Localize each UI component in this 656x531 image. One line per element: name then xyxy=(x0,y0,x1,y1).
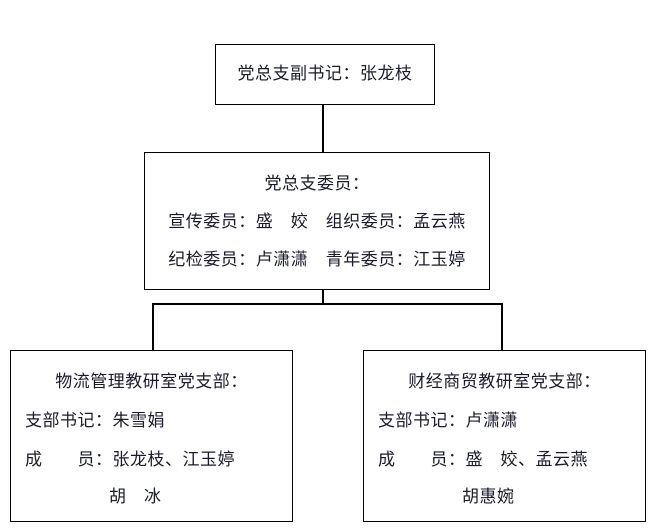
node-committee[interactable]: 党总支委员： 宣传委员：盛 姣 组织委员：孟云燕 纪检委员：卢潇潇 青年委员：江… xyxy=(144,152,490,290)
branch-logistics-title: 物流管理教研室党支部： xyxy=(55,372,248,392)
branch-commerce-members: 成 员：盛 姣、孟云燕 xyxy=(378,450,588,470)
branch-logistics-members: 成 员：张龙枝、江玉婷 xyxy=(25,450,235,470)
committee-row-2: 纪检委员：卢潇潇 青年委员：江玉婷 xyxy=(168,250,466,270)
branch-logistics-secretary: 支部书记：朱雪娟 xyxy=(25,411,165,431)
node-branch-commerce[interactable]: 财经商贸教研室党支部： 支部书记：卢潇潇 成 员：盛 姣、孟云燕 胡惠婉 xyxy=(363,350,646,522)
connector-deputy-to-committee xyxy=(322,105,324,152)
branch-commerce-secretary: 支部书记：卢潇潇 xyxy=(378,411,518,431)
node-branch-logistics[interactable]: 物流管理教研室党支部： 支部书记：朱雪娟 成 员：张龙枝、江玉婷 胡 冰 xyxy=(10,350,293,522)
branch-commerce-members-cont: 胡惠婉 xyxy=(462,487,515,507)
connector-committee-stem xyxy=(322,290,324,304)
committee-row-1: 宣传委员：盛 姣 组织委员：孟云燕 xyxy=(168,212,466,232)
branch-commerce-title: 财经商贸教研室党支部： xyxy=(408,372,601,392)
branch-logistics-members-cont: 胡 冰 xyxy=(109,487,162,507)
deputy-secretary-text: 党总支副书记：张龙枝 xyxy=(237,64,413,84)
connector-drop-commerce xyxy=(501,303,503,351)
committee-title: 党总支委员： xyxy=(264,174,370,194)
connector-branch-bus xyxy=(152,303,503,305)
node-deputy-secretary[interactable]: 党总支副书记：张龙枝 xyxy=(215,44,435,105)
connector-drop-logistics xyxy=(152,303,154,351)
